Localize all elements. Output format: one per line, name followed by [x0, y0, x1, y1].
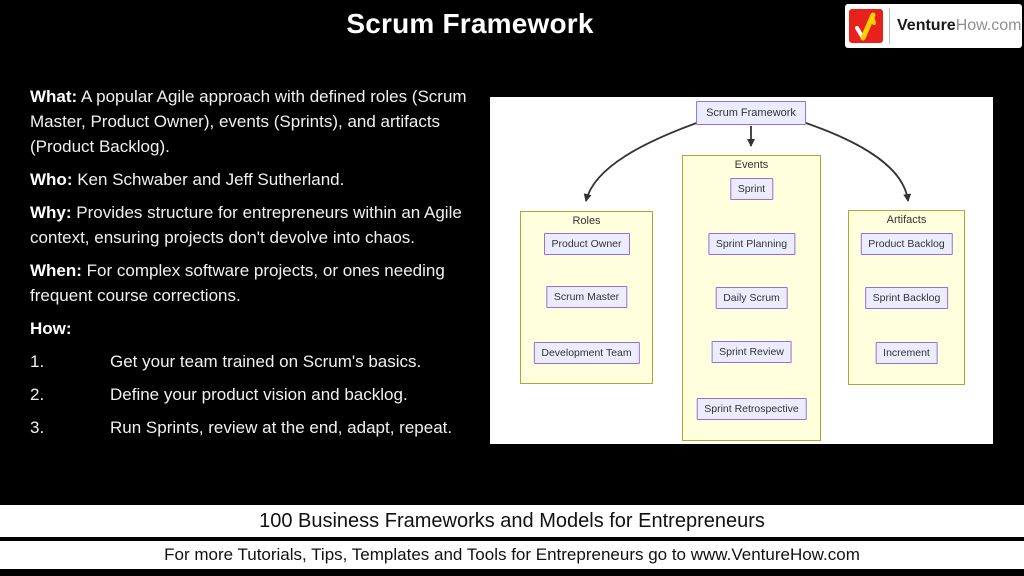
- description-block: What: A popular Agile approach with defi…: [30, 84, 492, 448]
- step-text: Define your product vision and backlog.: [110, 385, 408, 404]
- footer-banner-primary: 100 Business Frameworks and Models for E…: [0, 505, 1024, 537]
- text-who: Ken Schwaber and Jeff Sutherland.: [77, 170, 345, 189]
- scrum-diagram-panel: Scrum Framework Roles Product Owner Scru…: [490, 97, 993, 444]
- node-sprint: Sprint: [729, 178, 774, 200]
- page-title: Scrum Framework: [346, 8, 594, 39]
- step-number: 3.: [30, 418, 45, 437]
- how-step-3: 3. Run Sprints, review at the end, adapt,…: [30, 415, 492, 440]
- paragraph-when: When: For complex software projects, or …: [30, 258, 492, 308]
- text-why: Provides structure for entrepreneurs wit…: [30, 203, 462, 247]
- logo-wordmark: VentureHow.com: [897, 17, 1021, 35]
- node-sprint-planning: Sprint Planning: [707, 233, 796, 255]
- label-why: Why:: [30, 203, 72, 222]
- node-product-owner: Product Owner: [543, 233, 630, 255]
- footer-line1: 100 Business Frameworks and Models for E…: [259, 509, 765, 532]
- node-scrum-master: Scrum Master: [545, 286, 628, 308]
- node-sprint-review: Sprint Review: [711, 341, 792, 363]
- step-text: Run Sprints, review at the end, adapt, r…: [110, 418, 453, 437]
- group-label-artifacts: Artifacts: [886, 214, 927, 226]
- label-what: What:: [30, 87, 78, 106]
- label-who: Who:: [30, 170, 73, 189]
- step-number: 2.: [30, 385, 45, 404]
- paragraph-what: What: A popular Agile approach with defi…: [30, 84, 492, 159]
- group-label-roles: Roles: [572, 215, 601, 227]
- node-sprint-backlog: Sprint Backlog: [864, 287, 949, 309]
- footer-banner-secondary: For more Tutorials, Tips, Templates and …: [0, 541, 1024, 569]
- logo-text-venture: Venture: [897, 17, 956, 34]
- label-how: How:: [30, 319, 72, 338]
- venturehow-logo: VentureHow.com: [845, 4, 1022, 48]
- paragraph-how: How:: [30, 316, 492, 341]
- label-when: When:: [30, 261, 82, 280]
- node-product-backlog: Product Backlog: [860, 233, 953, 255]
- step-number: 1.: [30, 352, 45, 371]
- how-step-1: 1. Get your team trained on Scrum's basic…: [30, 349, 492, 374]
- paragraph-who: Who: Ken Schwaber and Jeff Sutherland.: [30, 167, 492, 192]
- group-roles: Roles Product Owner Scrum Master Develop…: [520, 211, 653, 384]
- logo-divider: [889, 8, 890, 44]
- group-artifacts: Artifacts Product Backlog Sprint Backlog…: [848, 210, 965, 385]
- text-what: A popular Agile approach with defined ro…: [30, 87, 467, 156]
- logo-text-howcom: How.com: [955, 17, 1022, 34]
- node-sprint-retrospective: Sprint Retrospective: [696, 398, 807, 420]
- node-daily-scrum: Daily Scrum: [715, 287, 788, 309]
- node-increment: Increment: [875, 342, 938, 364]
- how-step-2: 2. Define your product vision and backlog…: [30, 382, 492, 407]
- text-when: For complex software projects, or ones n…: [30, 261, 445, 305]
- group-label-events: Events: [734, 159, 769, 171]
- node-development-team: Development Team: [533, 342, 640, 364]
- node-scrum-framework: Scrum Framework: [696, 101, 806, 125]
- logo-check-icon: [849, 9, 883, 43]
- step-text: Get your team trained on Scrum's basics.: [110, 352, 422, 371]
- group-events: Events Sprint Sprint Planning Daily Scru…: [682, 155, 821, 441]
- footer-line2: For more Tutorials, Tips, Templates and …: [164, 545, 860, 564]
- paragraph-why: Why: Provides structure for entrepreneur…: [30, 200, 492, 250]
